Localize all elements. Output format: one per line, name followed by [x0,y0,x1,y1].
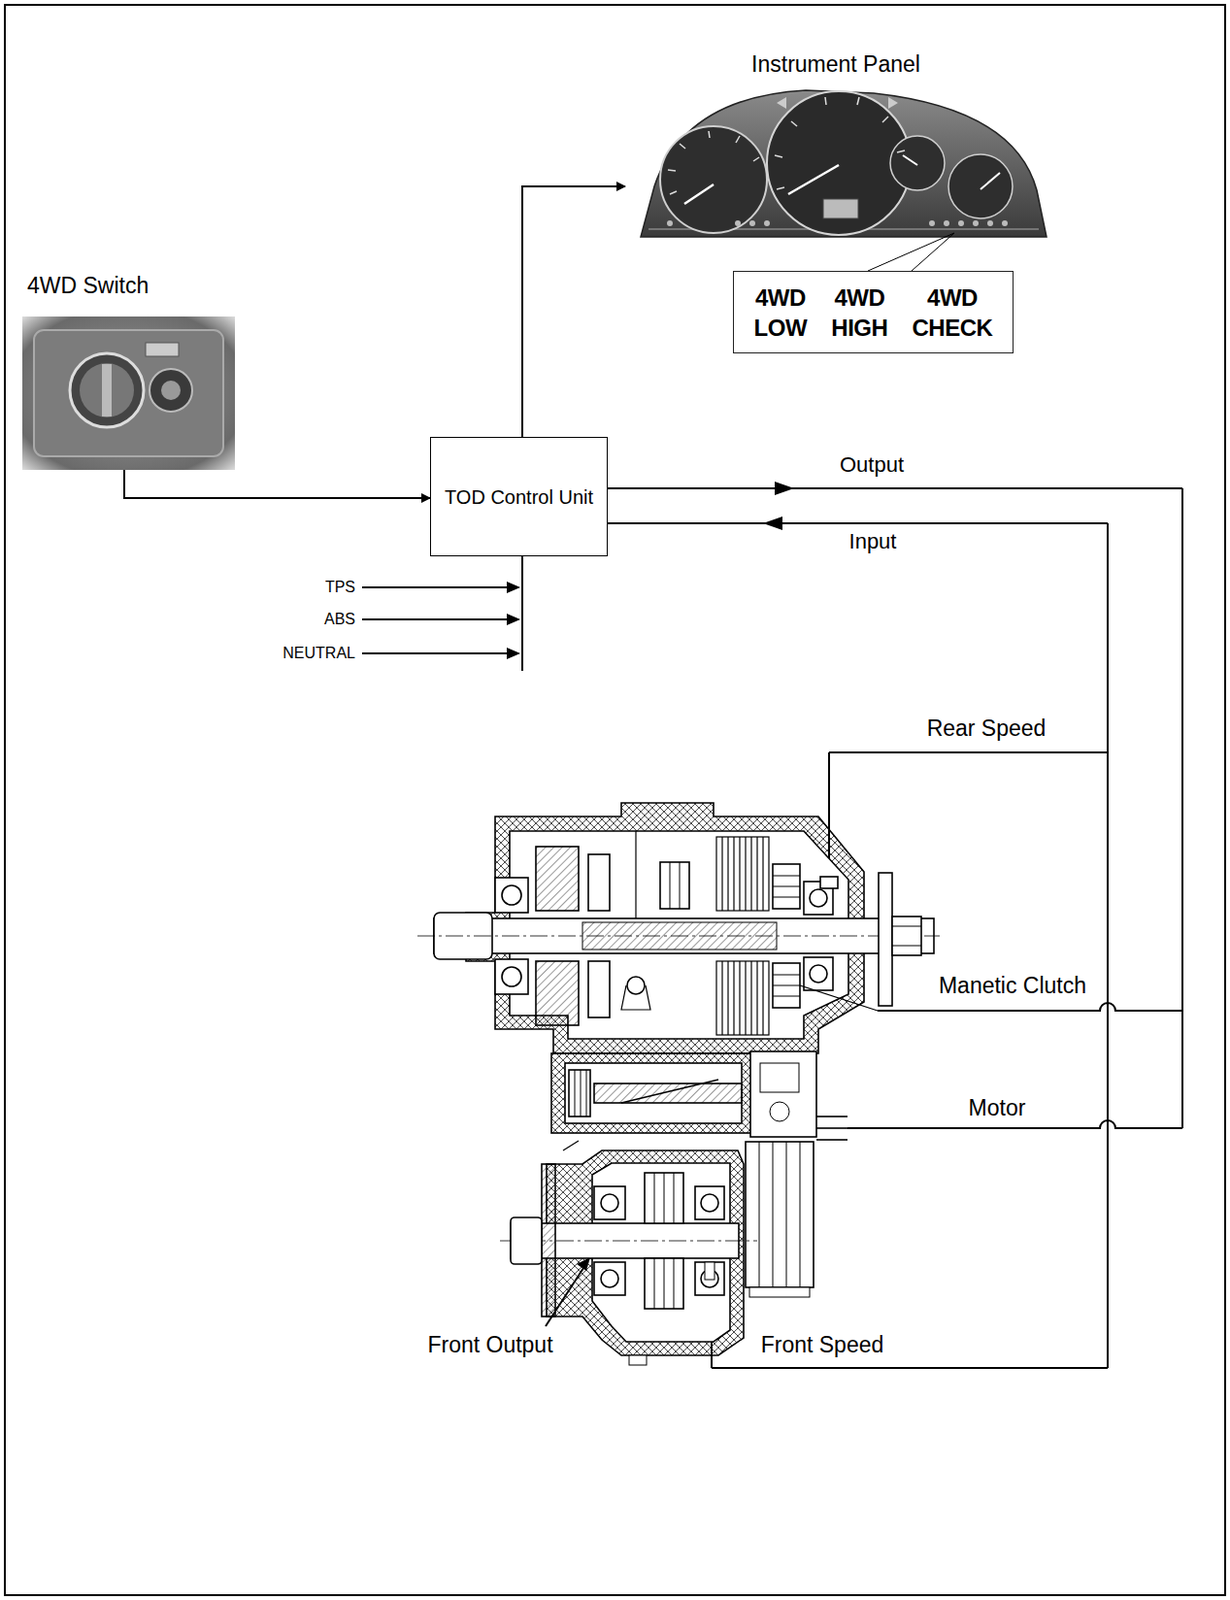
instrument-cluster [640,90,1047,237]
signal-label: Input [847,529,899,554]
switch-panel: 4WD Switch [22,316,235,470]
signal-arrow [124,469,431,499]
signal-label: Output [837,452,906,477]
indicator-label: 4WD HIGH [831,282,888,343]
signal-wires [362,488,1183,1368]
wire-label: Rear Speed [925,715,1049,741]
sensor-input-label: TPS [323,578,358,597]
signal-arrow [522,186,626,437]
sensor-input-label: ABS [322,610,358,629]
switch-photo [22,316,235,470]
node-heading: Instrument Panel [625,51,1047,78]
wire-label: Front Speed [759,1331,887,1358]
node-text: TOD Control Unit [444,482,594,512]
leader-line [911,232,955,271]
wire-label: Manetic Clutch [936,972,1089,998]
indicator-label: 4WD CHECK [912,282,994,343]
sensor-input-label: NEUTRAL [280,644,358,663]
node-heading: 4WD Switch [27,272,149,300]
indicator-label: 4WD LOW [754,282,807,343]
indicator-box: 4WD LOW 4WD HIGH 4WD CHECK [732,270,1014,354]
leader-line [867,232,955,271]
page-frame [4,4,1226,1596]
transfer-case [417,802,940,1365]
wire-label: Motor [966,1095,1029,1121]
instrument-panel: Instrument Panel [625,86,1047,237]
part-label: Front Output [425,1331,555,1358]
control-unit-box: TOD Control Unit [430,436,608,557]
